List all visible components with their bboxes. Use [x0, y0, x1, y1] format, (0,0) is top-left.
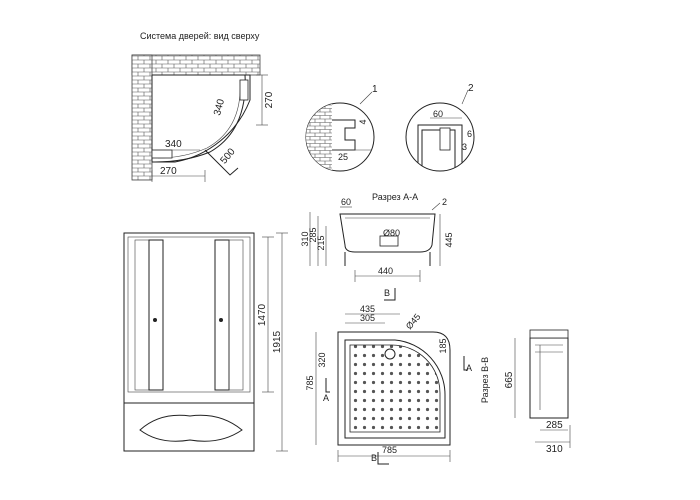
door-handle-left: [153, 318, 157, 322]
detail-2-circle: [405, 102, 475, 172]
dim-1470: 1470: [257, 303, 268, 326]
cut-b-top: B: [384, 288, 390, 298]
tray-front: [123, 402, 255, 452]
panel-1: [134, 239, 150, 391]
section-aa-drain: [379, 235, 399, 247]
section-aa-callout-leader: [431, 202, 441, 211]
section-aa-dim-445: 445: [444, 232, 454, 247]
tray-top-view: 435 305 Ø45 185 320 785 785 A A B B: [305, 288, 472, 465]
section-aa: Разрез А-А 60 310 285 215 Ø80 445 440 2: [300, 192, 454, 282]
tray-dim-185: 185: [438, 338, 448, 353]
section-bb-title: Разрез В-В: [480, 357, 490, 403]
panel-4: [228, 239, 244, 391]
detail-2-insert: [439, 127, 451, 151]
left-wall: [131, 54, 153, 181]
cut-a-right-marker: [463, 356, 468, 371]
tray-dim-45: Ø45: [404, 312, 423, 331]
section-aa-dim-285: 285: [308, 227, 318, 242]
section-bb-profile: [535, 344, 563, 410]
cut-b-bottom-marker: [377, 452, 389, 465]
tray-dim-435: 435: [360, 304, 375, 314]
door-arc-outer: [154, 74, 246, 163]
section-aa-dim-80: Ø80: [383, 228, 400, 238]
door-post-left: [151, 149, 173, 159]
section-aa-dim-440: 440: [378, 266, 393, 276]
section-bb-dim-310: 310: [546, 444, 563, 455]
detail-2-number: 2: [468, 83, 474, 94]
tray-outline: [151, 74, 251, 163]
tray-dim-785-left: 785: [305, 375, 315, 390]
detail-2-frame-inner: [421, 129, 456, 170]
front-view: 1470 1915: [123, 232, 288, 452]
section-bb-dim-285: 285: [546, 420, 563, 431]
cut-a-right: A: [466, 363, 472, 373]
cut-b-bottom: B: [371, 453, 377, 463]
cabin-outline: [123, 232, 255, 452]
cut-b-top-marker: [384, 288, 396, 301]
detail-2-frame: [417, 124, 463, 170]
section-bb: Разрез В-В 665 285 310: [480, 329, 571, 455]
section-aa-dim-310: 310: [300, 231, 310, 246]
dim-340-bottom: 340: [165, 139, 182, 150]
tray-top-inner: [344, 339, 446, 439]
tray-dim-785-bottom: 785: [382, 445, 397, 455]
door-post-right: [239, 79, 249, 101]
door-open-panel: [204, 149, 239, 176]
detail-1-number: 1: [372, 84, 378, 95]
dim-1915: 1915: [272, 330, 283, 353]
tray-dim-305: 305: [360, 313, 375, 323]
detail-1-wall: [306, 103, 332, 171]
panel-2: [148, 239, 164, 391]
tray-dim-320: 320: [317, 352, 327, 367]
dim-340-arc: 340: [212, 97, 227, 116]
section-bb-outline: [529, 337, 569, 419]
door-system-top-view: Система дверей: вид сверху 270 340 340 5…: [131, 31, 275, 182]
detail-2-dim-3: 3: [462, 142, 467, 152]
cut-a-left-marker: [325, 378, 330, 393]
panel-3: [214, 239, 230, 391]
dim-500: 500: [219, 146, 238, 166]
door-handle-right: [219, 318, 223, 322]
detail-1-leader: [359, 91, 373, 105]
dim-270-bottom: 270: [160, 166, 177, 177]
detail-1-profile: [332, 119, 356, 151]
section-bb-rim: [529, 329, 569, 339]
detail-2-dim-60: 60: [433, 109, 443, 119]
door-system-title: Система дверей: вид сверху: [140, 31, 260, 41]
detail-2-leader: [461, 89, 469, 105]
section-aa-dim-215: 215: [316, 235, 326, 250]
tray-drain: [384, 348, 396, 360]
section-bb-dim-665: 665: [504, 371, 515, 388]
section-aa-dim-60: 60: [341, 197, 351, 207]
tray-top-outer: [337, 331, 451, 446]
cabin-glass-area: [127, 236, 251, 393]
detail-2-dim-6: 6: [467, 129, 472, 139]
tray-front-panel: [139, 414, 243, 442]
detail-1: 1 4 25: [305, 84, 378, 172]
tray-anti-slip: [349, 344, 441, 433]
detail-1-dim-25: 25: [338, 152, 348, 162]
section-aa-tray: [339, 213, 436, 253]
door-arc-inner: [157, 79, 241, 159]
detail-2: 2 60 6 3: [405, 83, 475, 172]
section-aa-callout: 2: [442, 197, 447, 207]
dim-270-side: 270: [264, 91, 275, 108]
section-aa-title: Разрез А-А: [372, 192, 418, 202]
cut-a-left: A: [323, 393, 329, 403]
detail-1-dim-4: 4: [358, 119, 368, 124]
